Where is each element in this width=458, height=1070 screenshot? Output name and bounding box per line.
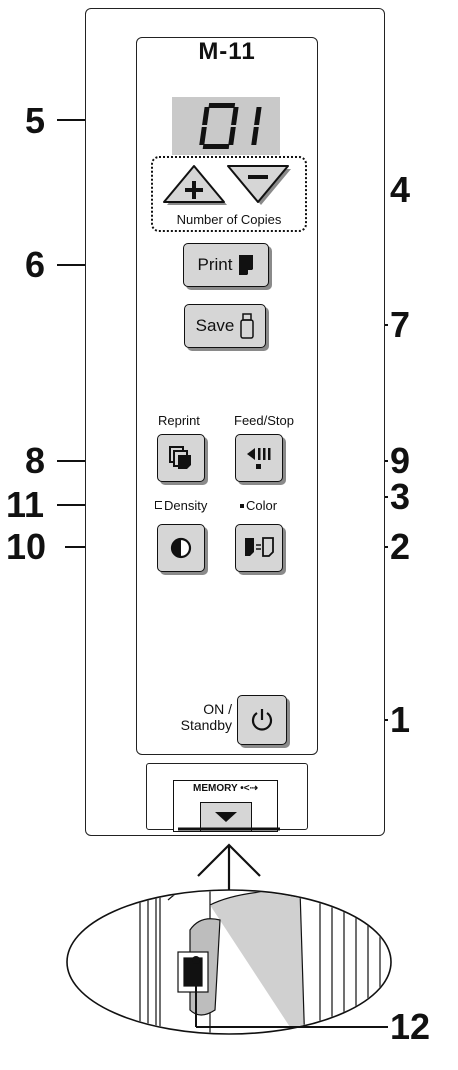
reprint-label: Reprint [158, 413, 200, 428]
seven-segment-digits [199, 103, 262, 149]
color-button[interactable] [235, 524, 283, 572]
feed-stop-button[interactable] [235, 434, 283, 482]
callout-7: 7 [390, 304, 411, 345]
density-indicator-row: Density [155, 498, 207, 513]
color-mode-icon [245, 537, 274, 557]
callout-3: 3 [390, 476, 411, 517]
memory-label-row: MEMORY •<⇢ [173, 783, 278, 794]
callout-12: 12 [390, 1006, 431, 1047]
color-indicator-icon [240, 504, 244, 508]
reprint-button[interactable] [157, 434, 205, 482]
on-standby-label: ON / Standby [160, 701, 232, 733]
callout-8: 8 [25, 440, 46, 481]
usb-symbol-icon: •<⇢ [237, 783, 258, 794]
plus-button[interactable] [163, 165, 227, 205]
minus-button[interactable] [227, 165, 291, 205]
on-standby-label-line2: Standby [180, 717, 232, 733]
print-page-icon [239, 255, 254, 275]
callout-9: 9 [390, 440, 411, 481]
triangle-down-icon [215, 812, 237, 822]
density-indicator-icon [155, 501, 162, 509]
callout-2: 2 [390, 526, 411, 567]
color-indicator-row: Color [240, 498, 277, 513]
callout-4: 4 [390, 169, 411, 210]
contrast-icon [170, 537, 192, 559]
print-button[interactable]: Print [183, 243, 269, 287]
feed-stop-label: Feed/Stop [234, 413, 294, 428]
color-label: Color [246, 498, 278, 513]
copies-group [151, 156, 307, 232]
callout-11: 11 [6, 484, 45, 525]
on-standby-label-line1: ON / [203, 701, 232, 717]
memory-eject-button[interactable] [200, 802, 252, 832]
save-button[interactable]: Save [184, 304, 266, 348]
arrow-head-icon [197, 843, 261, 877]
print-label: Print [197, 255, 233, 274]
density-button[interactable] [157, 524, 205, 572]
minus-icon [248, 175, 268, 179]
reprint-icon [169, 446, 191, 469]
callout-10: 10 [6, 526, 47, 567]
density-label: Density [164, 498, 208, 513]
power-button[interactable] [237, 695, 287, 745]
copies-display: 01 [172, 97, 280, 155]
save-label: Save [195, 316, 235, 335]
power-icon [251, 709, 273, 731]
usb-memory-icon [240, 313, 255, 339]
memory-label: MEMORY [193, 783, 238, 794]
plus-icon [185, 181, 203, 199]
callout-1: 1 [390, 699, 411, 740]
callout-6: 6 [25, 244, 46, 285]
feed-stop-icon [247, 448, 271, 469]
model-name: M-11 [198, 38, 256, 65]
copies-buttons [163, 165, 291, 205]
copies-label: Number of Copies [176, 212, 282, 227]
callout-5: 5 [25, 100, 46, 141]
